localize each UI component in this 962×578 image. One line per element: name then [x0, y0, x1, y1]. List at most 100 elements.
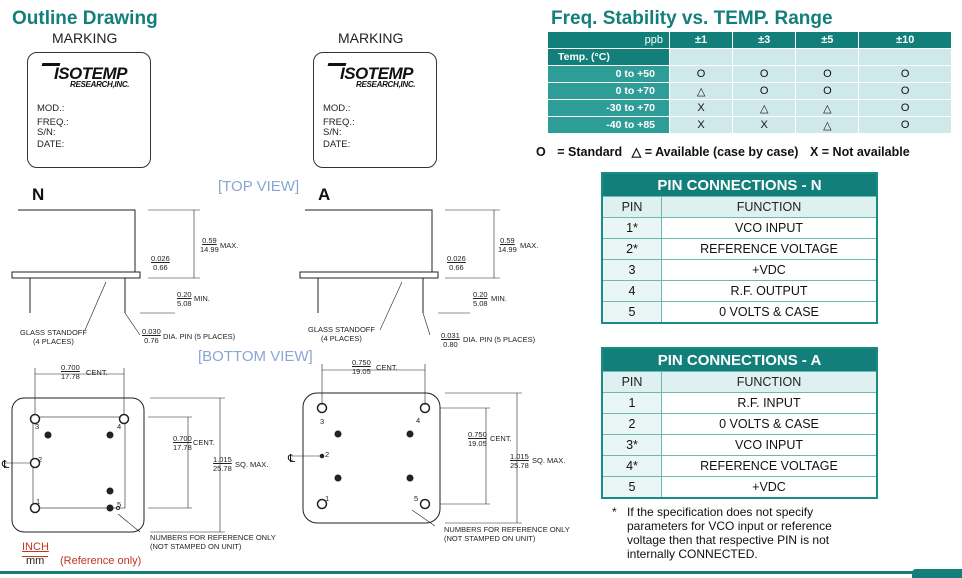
stability-cell: O — [795, 65, 860, 83]
pin-table-title: PIN CONNECTIONS - A — [601, 347, 878, 372]
pin-cell: 5 — [601, 476, 662, 499]
logo-text: ISOTEMP — [340, 64, 414, 83]
table-row: 4*REFERENCE VOLTAGE — [601, 455, 878, 477]
ref-note-text: (NOT STAMPED ON UNIT) — [150, 542, 242, 551]
pin-1-n — [29, 502, 41, 514]
dim-value: 25.78 — [213, 464, 232, 473]
standoff-text: GLASS STANDOFF — [308, 325, 375, 334]
date-field: DATE: — [37, 139, 65, 150]
cent-label: CENT. — [86, 368, 108, 377]
function-cell: +VDC — [661, 259, 878, 281]
variant-n-label: N — [32, 185, 45, 204]
empty-cell — [795, 48, 860, 66]
unit-mm: mm — [26, 555, 45, 567]
pin-1-a — [316, 498, 328, 510]
stability-cell: O — [732, 65, 797, 83]
stability-row: 0 to +70 △ O O O — [547, 82, 952, 100]
cent-label: CENT. — [193, 438, 215, 447]
top-view-label: [TOP VIEW] — [218, 178, 300, 195]
stability-cell: X — [668, 116, 734, 134]
pin-cell: 4* — [601, 455, 662, 477]
footnote-line: voltage then that respective PIN is not — [627, 533, 830, 547]
pin-number: 2 — [325, 450, 330, 459]
pin-table-title: PIN CONNECTIONS - N — [601, 172, 878, 197]
pin-dia-dim-a: 0.031 0.80 — [441, 331, 460, 349]
pin-cell: 3 — [601, 259, 662, 281]
ref-note-text: NUMBERS FOR REFERENCE ONLY — [150, 533, 276, 542]
pin-number: 5 — [117, 500, 122, 509]
dim-value: 1.015 — [510, 452, 529, 461]
standoff-places: (4 PLACES) — [33, 337, 74, 346]
col-header: ±5 — [795, 31, 860, 49]
stability-cell: △ — [732, 99, 797, 117]
stability-table: ppb ±1 ±3 ±5 ±10 Temp. (°C) 0 to +50 O O… — [547, 31, 952, 134]
cent-dim-side-a: 0.750 19.05 — [468, 430, 487, 448]
outline-title: Outline Drawing — [12, 8, 158, 29]
mod-field: MOD.: — [323, 103, 351, 114]
case-outline-a — [302, 392, 441, 524]
dim-value: 25.78 — [510, 461, 529, 470]
pin-3-n — [29, 413, 41, 425]
unit-inch: INCH — [22, 541, 49, 553]
table-row: 2*REFERENCE VOLTAGE — [601, 238, 878, 260]
dim-value: 0.80 — [443, 340, 458, 349]
standard-symbol: O — [536, 145, 546, 159]
freq-field: FREQ.: — [37, 117, 69, 128]
pin-length-dim-a: 0.20 5.08 — [473, 290, 488, 308]
standoff-a — [406, 474, 414, 482]
dia-label-n: DIA. PIN (5 PLACES) — [163, 332, 236, 341]
unit-divider — [22, 556, 48, 557]
cent-label: CENT. — [376, 363, 398, 372]
dim-value: 0.66 — [449, 263, 464, 272]
logo-bar — [327, 63, 347, 66]
dim-value: 0.20 — [473, 290, 488, 299]
stability-title: Freq. Stability vs. TEMP. Range — [551, 8, 833, 29]
stability-cell: X — [668, 99, 734, 117]
flange-dim-a: 0.026 0.66 — [447, 254, 466, 272]
variant-a-label: A — [318, 185, 331, 204]
temp-range: 0 to +50 — [547, 65, 670, 83]
stability-row: -30 to +70 X △ △ O — [547, 99, 952, 117]
available-symbol: △ — [631, 145, 642, 159]
ppb-cell: ppb — [547, 31, 670, 49]
logo-bar — [41, 63, 61, 66]
standoff-n — [106, 487, 114, 495]
header-flange-n — [11, 271, 141, 279]
stability-legend: O = Standard △ = Available (case by case… — [536, 144, 910, 159]
footnote-line: internally CONNECTED. — [627, 547, 758, 561]
can-body-a — [305, 209, 433, 273]
temp-range: 0 to +70 — [547, 82, 670, 100]
pin-connections-n-table: PIN CONNECTIONS - N PIN FUNCTION 1*VCO I… — [601, 172, 878, 324]
standoff-text: GLASS STANDOFF — [20, 328, 87, 337]
pin-cell: 5 — [601, 301, 662, 324]
stability-cell: O — [858, 65, 952, 83]
stability-cell: X — [732, 116, 797, 134]
dim-value: 5.08 — [177, 299, 192, 308]
table-row: 3+VDC — [601, 259, 878, 281]
sq-label: SQ. MAX. — [532, 456, 566, 465]
dim-value: 0.750 — [352, 358, 371, 367]
function-cell: +VDC — [661, 476, 878, 499]
function-cell: VCO INPUT — [661, 434, 878, 456]
standoff-n — [106, 504, 114, 512]
sq-dim-n: 1.015 25.78 — [213, 455, 232, 473]
footnote-line: If the specification does not specify — [627, 505, 814, 519]
stability-row: 0 to +50 O O O O — [547, 65, 952, 83]
centerline-symbol: ℄ — [2, 459, 10, 471]
dim-value: 0.031 — [441, 331, 460, 340]
pin-cell: 1* — [601, 217, 662, 239]
pin-5-a — [419, 498, 431, 510]
table-row: 5+VDC — [601, 476, 878, 499]
dim-value: 17.78 — [61, 372, 80, 381]
height-dim-a: 0.59 14.99 — [498, 236, 517, 254]
pin-col-header: PIN — [601, 371, 662, 393]
standoff-a — [406, 430, 414, 438]
bottom-view-drawings — [4, 364, 522, 533]
empty-cell — [668, 48, 734, 66]
function-cell: REFERENCE VOLTAGE — [661, 455, 878, 477]
dim-value: 1.015 — [213, 455, 232, 464]
footnote-line: parameters for VCO input or reference — [627, 519, 832, 533]
pin-5-n — [116, 506, 120, 510]
